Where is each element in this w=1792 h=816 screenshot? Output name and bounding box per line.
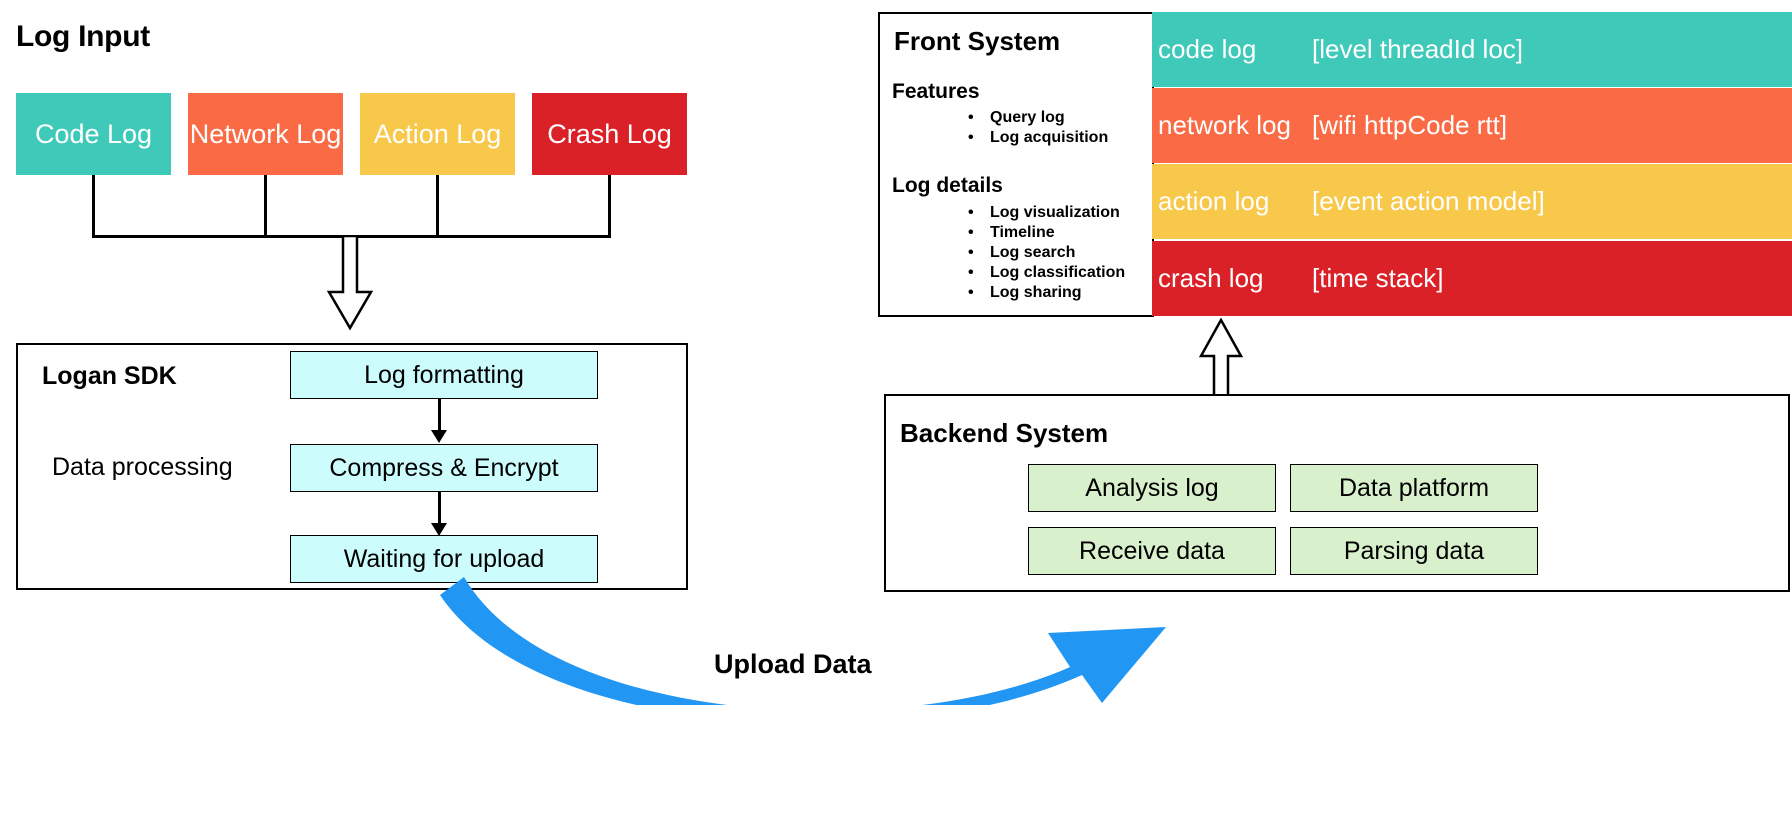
list-item[interactable]: Query log (968, 108, 1108, 128)
log-row-fields: [time stack] (1312, 263, 1444, 293)
log-row-fields: [level threadId loc] (1312, 34, 1524, 64)
sdk-step-label: Waiting for upload (343, 544, 545, 573)
log-row-fields: [event action model] (1312, 186, 1545, 216)
log-chip-code-log[interactable]: Code Log (16, 93, 171, 175)
sdk-step-compress-encrypt[interactable]: Compress & Encrypt (290, 444, 598, 492)
logan-sdk-subtitle: Data processing (52, 453, 233, 481)
connector-line-crash-log (608, 175, 611, 237)
log-row-name: network log (1158, 110, 1291, 140)
log-row-name: crash log (1158, 263, 1264, 293)
backend-system-title: Backend System (900, 418, 1109, 448)
front-feature-list: Query log Log acquisition (968, 108, 1108, 148)
backend-box-label: Analysis log (1085, 473, 1219, 502)
log-row-code-log[interactable]: code log [level threadId loc] (1152, 12, 1792, 87)
list-item[interactable]: Timeline (968, 223, 1125, 243)
log-row-action-log[interactable]: action log [event action model] (1152, 164, 1792, 239)
backend-box-parsing-data[interactable]: Parsing data (1290, 527, 1538, 575)
connector-line-code-log (92, 175, 95, 237)
sdk-step-log-formatting[interactable]: Log formatting (290, 351, 598, 399)
log-chip-label: Crash Log (547, 118, 672, 149)
down-arrow-icon (326, 236, 374, 331)
log-row-fields: [wifi httpCode rtt] (1312, 110, 1508, 140)
log-row-network-log[interactable]: network log [wifi httpCode rtt] (1152, 88, 1792, 163)
front-section-heading-log-details: Log details (892, 174, 1003, 197)
backend-box-label: Data platform (1338, 473, 1490, 502)
up-arrow-icon (1198, 318, 1244, 400)
sdk-step-waiting-for-upload[interactable]: Waiting for upload (290, 535, 598, 583)
list-item[interactable]: Log acquisition (968, 128, 1108, 148)
sdk-step-label: Compress & Encrypt (329, 453, 559, 482)
sdk-arrow-head-1 (431, 430, 447, 443)
sdk-step-label: Log formatting (364, 360, 524, 389)
log-chip-network-log[interactable]: Network Log (188, 93, 343, 175)
backend-box-analysis-log[interactable]: Analysis log (1028, 464, 1276, 512)
log-chip-label: Code Log (34, 118, 153, 149)
log-chip-label: Network Log (189, 118, 342, 149)
sdk-arrow-head-2 (431, 523, 447, 536)
list-item[interactable]: Log sharing (968, 283, 1125, 303)
backend-box-data-platform[interactable]: Data platform (1290, 464, 1538, 512)
backend-box-label: Parsing data (1343, 536, 1485, 565)
log-input-title: Log Input (16, 20, 150, 53)
connector-line-network-log (264, 175, 267, 237)
list-item[interactable]: Log visualization (968, 203, 1125, 223)
front-system-title: Front System (894, 26, 1061, 56)
list-item[interactable]: Log classification (968, 263, 1125, 283)
front-log-details-list: Log visualization Timeline Log search Lo… (968, 203, 1125, 303)
sdk-arrow-line-1 (438, 399, 441, 432)
front-section-heading-features: Features (892, 80, 980, 103)
logan-sdk-title: Logan SDK (42, 362, 177, 390)
upload-data-arrow-icon (440, 577, 1166, 705)
backend-box-label: Receive data (1079, 536, 1225, 565)
connector-line-action-log (436, 175, 439, 237)
log-chip-action-log[interactable]: Action Log (360, 93, 515, 175)
list-item[interactable]: Log search (968, 243, 1125, 263)
log-row-name: code log (1158, 34, 1257, 64)
log-chip-label: Action Log (373, 118, 502, 149)
backend-box-receive-data[interactable]: Receive data (1028, 527, 1276, 575)
log-row-name: action log (1158, 186, 1270, 216)
log-row-crash-log[interactable]: crash log [time stack] (1152, 241, 1792, 316)
sdk-arrow-line-2 (438, 492, 441, 525)
log-chip-crash-log[interactable]: Crash Log (532, 93, 687, 175)
upload-data-label: Upload Data (714, 649, 872, 679)
